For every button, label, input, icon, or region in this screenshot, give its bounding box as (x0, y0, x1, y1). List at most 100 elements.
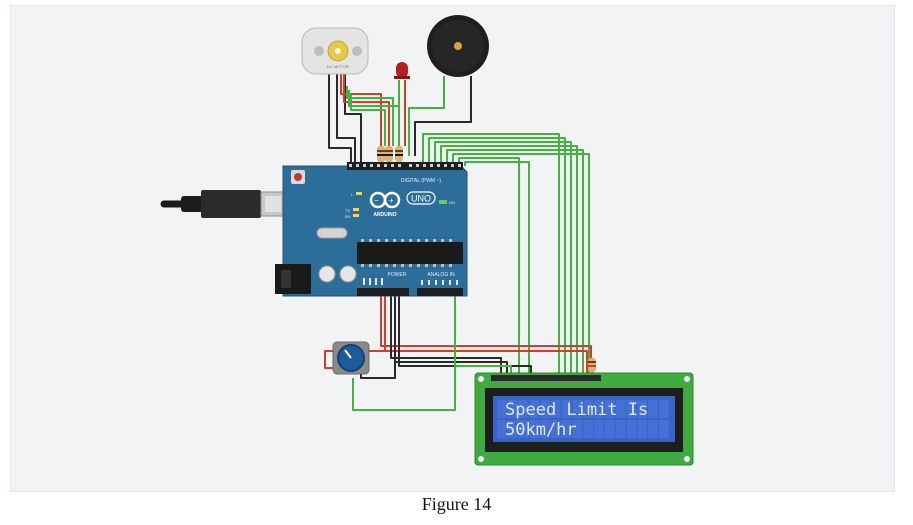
lcd-cell (637, 420, 647, 438)
power-header (357, 288, 409, 296)
wire-motor-red-1 (340, 68, 382, 146)
rx-led-label: RX (345, 214, 351, 219)
usb-cable (160, 190, 286, 218)
buzzer-center-icon (454, 42, 462, 50)
digital-header (347, 162, 463, 170)
lcd-cell (529, 420, 539, 438)
lcd-cell (594, 400, 604, 418)
lcd-line-2: 50km/hr (505, 420, 577, 440)
figure-caption: Figure 14 (421, 494, 492, 514)
crystal-oscillator (316, 227, 348, 239)
tx-led (353, 208, 359, 211)
lcd-cell (507, 400, 518, 418)
wire-5v-red (324, 294, 386, 369)
lcd-cell (540, 400, 550, 418)
lcd-cell (615, 400, 626, 418)
arduino-infinity-logo-icon (369, 191, 401, 209)
wire-pot-black (360, 362, 396, 379)
svg-text:+: + (389, 196, 394, 205)
lcd-cell (594, 420, 604, 438)
lcd-cell (648, 420, 658, 438)
lcd-cell (626, 420, 637, 438)
power-jack (275, 264, 311, 294)
arduino-uno-board: DIGITAL (PWM ~) L TX RX − + ARDUINO UNO … (275, 162, 468, 297)
motor-label: DC MOTOR (327, 64, 349, 69)
atmega-chip (357, 242, 463, 264)
lcd-resistor (588, 358, 596, 372)
wire-lcd-d6 (452, 153, 590, 378)
wire-5v-red-lcd (385, 350, 588, 378)
lcd-cell (540, 420, 550, 438)
wire-motor-black-2 (336, 68, 356, 166)
wire-buzzer-black (414, 76, 472, 156)
lcd-cell (626, 400, 637, 418)
l-led-label: L (351, 192, 354, 197)
lcd-cell (583, 420, 593, 438)
lcd-cell (561, 400, 572, 418)
resistor-3 (395, 146, 403, 162)
wire-green-r3 (350, 94, 386, 146)
lcd-cell (518, 420, 529, 438)
uno-model-text: UNO (411, 194, 431, 204)
lcd-16x2-display: Speed Limit Is 50km/hr (474, 372, 694, 466)
lcd-cell (605, 400, 615, 418)
on-led-label: ON (449, 200, 455, 205)
lcd-cell (583, 400, 593, 418)
wire-gnd-black (390, 294, 502, 378)
lcd-character-cells (497, 400, 669, 438)
lcd-cell (507, 420, 518, 438)
wire-lcd-d3 (434, 141, 572, 378)
red-led (394, 62, 410, 79)
analog-header (417, 288, 463, 296)
resistors (377, 146, 403, 162)
lcd-cell (648, 400, 658, 418)
dc-motor: DC MOTOR (301, 27, 369, 75)
power-label: POWER (388, 272, 407, 278)
lcd-cell (572, 400, 583, 418)
circuit-canvas: DC MOTOR (10, 5, 895, 492)
digital-header-label: DIGITAL (PWM ~) (401, 178, 441, 184)
motor-screw-left-icon (314, 46, 324, 56)
wire-motor-black-3 (344, 68, 362, 166)
tx-led-label: TX (345, 208, 350, 213)
potentiometer (332, 341, 370, 375)
wire-pot-wiper (352, 294, 456, 411)
lcd-cell (637, 400, 647, 418)
piezo-buzzer (427, 15, 489, 77)
lcd-line-1: Speed Limit Is (505, 400, 648, 420)
lcd-cell (497, 420, 507, 438)
wire-motor-red-2 (343, 72, 390, 146)
lcd-cell (518, 400, 529, 418)
circuit-diagram: DC MOTOR (160, 15, 694, 466)
wire-green-r1 (346, 86, 394, 146)
lcd-cell (497, 400, 507, 418)
lcd-cell (551, 400, 561, 418)
lcd-cell (529, 400, 539, 418)
wire-lcd-d8 (464, 161, 530, 378)
arduino-brand-text: ARDUINO (373, 212, 396, 218)
motor-screw-right-icon (352, 46, 362, 56)
wire-gnd-black-2 (394, 294, 508, 378)
uno-badge (406, 191, 436, 205)
svg-text:−: − (374, 196, 379, 205)
l-led (356, 192, 362, 195)
wire-lcd-d1 (422, 133, 560, 378)
wire-lcd-d2 (428, 137, 566, 378)
lcd-cell (551, 420, 561, 438)
lcd-cell (615, 420, 626, 438)
analog-in-label: ANALOG IN (427, 272, 455, 278)
lcd-cell (561, 420, 572, 438)
resistor-2 (385, 146, 393, 162)
wire-motor-black-1 (328, 68, 352, 166)
capacitor-2 (339, 265, 357, 283)
wire-lcd-d4 (440, 145, 578, 378)
capacitor-1 (318, 265, 336, 283)
rx-led (353, 214, 359, 217)
lcd-cell (659, 420, 669, 438)
wire-buzzer-green (408, 76, 445, 156)
lcd-cell (572, 420, 583, 438)
lcd-pin-header (491, 375, 601, 381)
lcd-cell (659, 400, 669, 418)
wires (324, 68, 594, 411)
wire-lcd-d5 (446, 149, 584, 378)
